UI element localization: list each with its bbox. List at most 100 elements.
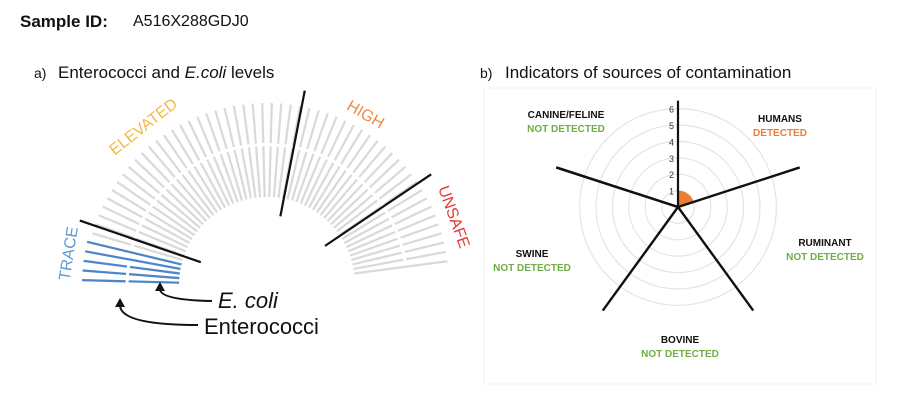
radar-spoke [601,206,679,312]
gauge-bar [343,197,428,244]
radar-category-label: CANINE/FELINE [528,110,605,121]
gauge-bar [312,129,364,211]
gauge-bar [268,103,273,198]
gauge-bar [127,165,201,229]
gauge-fill-bar [86,240,182,266]
panel-a-title-ecoli: E.coli [184,63,227,82]
gauge-bar [111,188,193,240]
gauge-zone-boundary [279,90,306,217]
sample-id-label: Sample ID: [20,12,108,31]
gauge-bar [102,205,189,249]
gauge-bar [351,232,442,262]
gauge-zone-boundary [79,219,202,264]
radar-tick-label: 1 [669,187,674,197]
panel-b-letter: b) [480,65,493,81]
radar-spoke [677,166,801,209]
radar-spoke [677,206,755,312]
panel-a-title-part: Enterococci and [58,63,185,82]
gauge-bar [251,103,262,198]
gauge-bar [223,107,248,200]
gauge-bar [303,120,347,207]
gauge-fill-bar [84,250,181,271]
gauge-bar [205,113,239,203]
sample-id-value: A516X288GDJ0 [133,13,249,30]
gauge-bar [349,223,439,257]
gauge-bar [353,250,447,271]
radar-tick-label: 4 [669,137,674,147]
gauge-bar [134,158,204,226]
gauge-bar [232,105,253,199]
gauge-bar [147,145,211,219]
gauge-fill-divider [125,262,131,286]
gauge-bar [333,165,407,229]
panel-b-title: Indicators of sources of contamination [505,63,792,82]
gauge-bar [187,120,231,207]
radar-category-label: HUMANS [758,114,802,125]
gauge-bar [308,124,355,209]
gauge-bar [196,116,235,205]
gauge-bar [277,104,292,198]
enterococci-arrow [119,304,199,326]
gauge-bar [163,134,219,214]
radar-tick-label: 6 [669,105,674,115]
radar-status-label: NOT DETECTED [641,349,719,360]
radar-category-label: SWINE [516,249,549,260]
gauge-zone-label: UNSAFE [434,184,472,251]
panel-a-letter: a) [34,65,47,81]
gauge-bar [326,152,394,222]
gauge-bar [92,232,183,262]
gauge-bar [155,139,215,216]
gauge-bar [214,110,244,201]
gauge-zone-label: ELEVATED [106,95,180,158]
ecoli-arrow [159,288,213,302]
gauge-bar [347,214,436,253]
radar-tick-label: 5 [669,121,674,131]
panel-a-title-part: levels [226,63,275,82]
gauge-bar [140,152,208,222]
gauge-bar [319,139,379,216]
radar-category-label: BOVINE [661,335,700,346]
gauge-bar [116,181,196,237]
radar-status-label: NOT DETECTED [493,263,571,274]
gauge-bar [354,260,448,275]
gauge-bar [242,104,257,198]
gauge-fill [82,240,182,286]
gauge-fill-bar [82,269,180,280]
gauge-bar [286,107,311,200]
gauge-bar [295,113,329,203]
radar-tick-label: 2 [669,170,674,180]
gauge-zone-boundary [324,173,432,247]
gauge-bar [330,158,400,226]
ecoli-label: E. coli [218,288,279,313]
gauge-bar [352,241,445,266]
gauge-divider [125,143,407,286]
enterococci-arrowhead [115,298,125,307]
gauge-bar [345,205,432,249]
gauge-bar [290,110,320,201]
gauge-bar [170,129,222,211]
gauge-bar [106,197,191,244]
radar-status-label: NOT DETECTED [527,124,605,135]
gauge-fill-bar [83,259,180,275]
gauge-zone-label: TRACE [57,226,82,282]
gauge-zone-label: HIGH [344,98,387,133]
radar-status-label: DETECTED [753,128,807,139]
radar-tick-label: 3 [669,154,674,164]
gauge-chart: TRACE ELEVATED HIGH UNSAFE E. coliEnterococc… [57,90,472,339]
gauge-bar [261,103,266,198]
gauge-bar [341,188,423,240]
gauge-bar [272,103,283,198]
radar-spoke [555,166,679,209]
enterococci-label: Enterococci [204,314,319,339]
gauge-bar [336,173,413,233]
gauge-bar [323,145,387,219]
ecoli-arrowhead [155,282,165,291]
gauge-bar [98,214,187,253]
radar-panel-frame [483,87,877,385]
gauge-bar [299,116,338,205]
gauge-fill-bar [82,279,180,284]
panel-a-title: Enterococci and E.coli levels [58,63,274,83]
gauge-bar [121,173,198,233]
